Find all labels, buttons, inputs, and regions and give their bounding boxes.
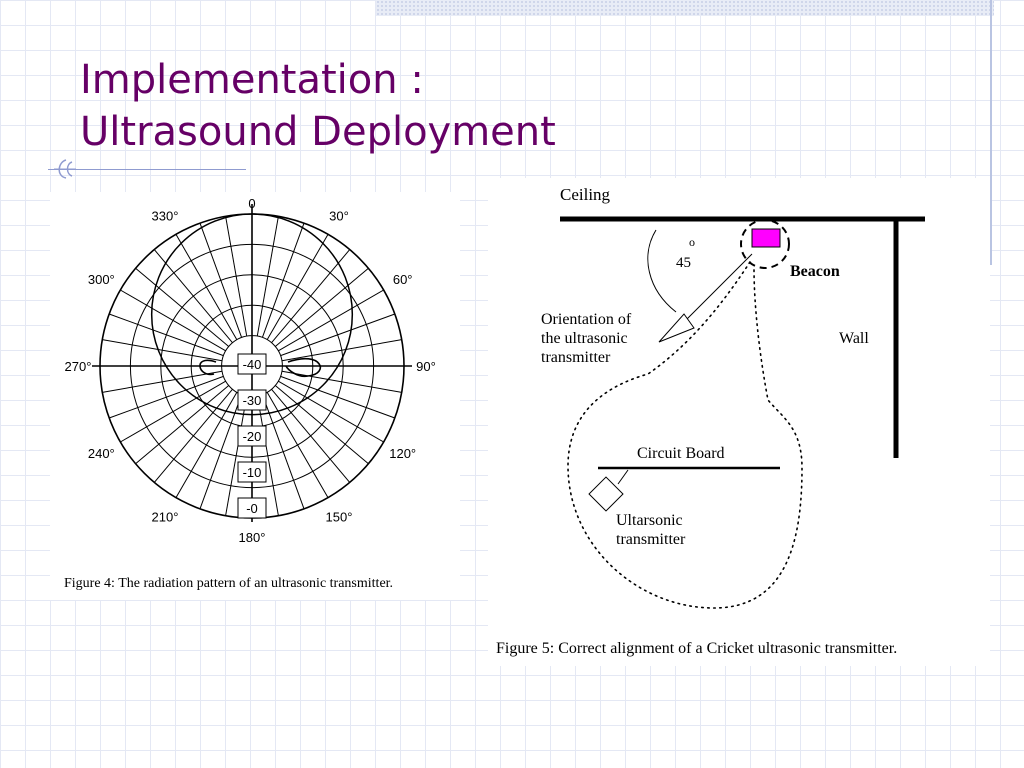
angle-label-0: 0 xyxy=(248,196,255,211)
radiation-curves xyxy=(150,213,354,416)
grid-spoke xyxy=(225,216,248,337)
db-label: -10 xyxy=(243,465,262,480)
figure4-caption: Figure 4: The radiation pattern of an ul… xyxy=(64,576,394,591)
beacon-label: Beacon xyxy=(790,263,840,280)
angle-label-150: 150° xyxy=(326,510,353,525)
grid-spoke xyxy=(108,313,224,357)
grid-spoke xyxy=(120,380,226,443)
db-scale: -40 -30 -20 -10 -0 xyxy=(237,353,267,519)
db-box: -10 xyxy=(237,461,267,483)
angle-label-270: 270° xyxy=(65,359,92,374)
db-box-frame xyxy=(237,389,267,411)
db-box: -20 xyxy=(237,425,267,447)
angle-label-240: 240° xyxy=(88,446,115,461)
side-lobe-left xyxy=(199,359,217,376)
grid-spoke xyxy=(261,222,305,338)
db-label: -40 xyxy=(243,357,262,372)
db-box-frame xyxy=(237,461,267,483)
db-box-frame xyxy=(237,425,267,447)
db-box-frame xyxy=(237,497,267,519)
wall-label: Wall xyxy=(839,330,869,347)
beacon-dashed-circle xyxy=(740,219,790,269)
db-label: -30 xyxy=(243,393,262,408)
main-lobe xyxy=(150,213,354,416)
angle-arc xyxy=(647,229,677,313)
grid-spoke xyxy=(175,234,238,340)
title-underline xyxy=(48,169,246,170)
db-box-frame xyxy=(237,353,267,375)
orientation-label-line2: the ultrasonic xyxy=(541,330,628,347)
polar-grid xyxy=(92,204,412,522)
decorative-right-rule xyxy=(990,0,992,265)
db-label: -0 xyxy=(246,501,258,516)
grid-spoke xyxy=(266,234,329,340)
grid-spoke xyxy=(225,395,248,516)
ceiling-label: Ceiling xyxy=(560,185,611,204)
grid-spoke xyxy=(153,388,233,483)
db-box: -0 xyxy=(237,497,267,519)
grid-spoke xyxy=(102,370,223,393)
grid-spoke xyxy=(199,222,243,338)
transmitter-label-line1: Ultarsonic xyxy=(616,512,683,529)
grid-spoke xyxy=(274,267,369,347)
grid-spoke xyxy=(280,375,396,419)
grid-spoke xyxy=(256,395,279,516)
grid-spoke xyxy=(266,392,329,498)
angle-label-180: 180° xyxy=(239,530,266,545)
slide-title-line2: Ultrasound Deployment xyxy=(80,109,556,155)
angle-label-300: 300° xyxy=(88,272,115,287)
grid-spoke xyxy=(281,339,402,362)
grid-spoke xyxy=(199,394,243,510)
grid-spoke xyxy=(261,394,305,510)
figure-alignment: Ceiling Wall Beacon o 45 Orientation of … xyxy=(488,178,990,666)
orientation-arrowhead xyxy=(658,313,695,343)
angle-label-60: 60° xyxy=(393,272,413,287)
angle-label-90: 90° xyxy=(416,359,436,374)
orientation-line xyxy=(683,253,753,323)
grid-spoke xyxy=(271,249,351,344)
grid-spoke xyxy=(278,380,384,443)
grid-spoke xyxy=(278,289,384,352)
angle-label-120: 120° xyxy=(389,446,416,461)
beacon-box xyxy=(751,228,781,248)
angle-labels: 0 30° 60° 90° 120° 150° 180° 210° 240° 270° 300° 33… xyxy=(65,196,436,545)
degree-mark: o xyxy=(689,235,695,249)
grid-spoke xyxy=(120,289,226,352)
decorative-top-band xyxy=(376,0,994,16)
grid-spoke xyxy=(256,216,279,337)
angle-label-30: 30° xyxy=(329,208,349,223)
orientation-label-line1: Orientation of xyxy=(541,311,632,328)
grid-spoke xyxy=(102,339,223,362)
transmitter-label-line2: transmitter xyxy=(616,531,686,548)
angle-label-210: 210° xyxy=(152,510,179,525)
figure-radiation-pattern: 0 30° 60° 90° 120° 150° 180° 210° 240° 270° 300° 33… xyxy=(50,192,460,600)
grid-spoke xyxy=(175,392,238,498)
grid-spoke xyxy=(281,370,402,393)
slide-title: Implementation : Ultrasound Deployment xyxy=(80,54,556,158)
ultrasonic-transmitter-shape xyxy=(588,476,624,512)
grid-spoke xyxy=(271,388,351,483)
db-box: -40 xyxy=(237,353,267,375)
angle-label: 45 xyxy=(676,255,691,271)
db-label: -20 xyxy=(243,429,262,444)
side-lobe-right xyxy=(285,357,322,378)
grid-spoke xyxy=(280,313,396,357)
grid-spoke xyxy=(274,385,369,465)
polar-plot: 0 30° 60° 90° 120° 150° 180° 210° 240° 270° 300° 33… xyxy=(65,196,436,545)
grid-spoke xyxy=(135,267,230,347)
circuit-board-label: Circuit Board xyxy=(637,445,725,462)
slide-title-line1: Implementation : xyxy=(80,57,424,103)
alignment-diagram: Ceiling Wall Beacon o 45 Orientation of … xyxy=(541,185,925,609)
figure5-caption: Figure 5: Correct alignment of a Cricket… xyxy=(496,640,898,657)
grid-spoke xyxy=(135,385,230,465)
db-box: -30 xyxy=(237,389,267,411)
grid-spoke xyxy=(153,249,233,344)
orientation-label-line3: transmitter xyxy=(541,349,611,366)
transmitter-mount xyxy=(617,469,629,485)
angle-label-330: 330° xyxy=(152,208,179,223)
grid-spoke xyxy=(108,375,224,419)
